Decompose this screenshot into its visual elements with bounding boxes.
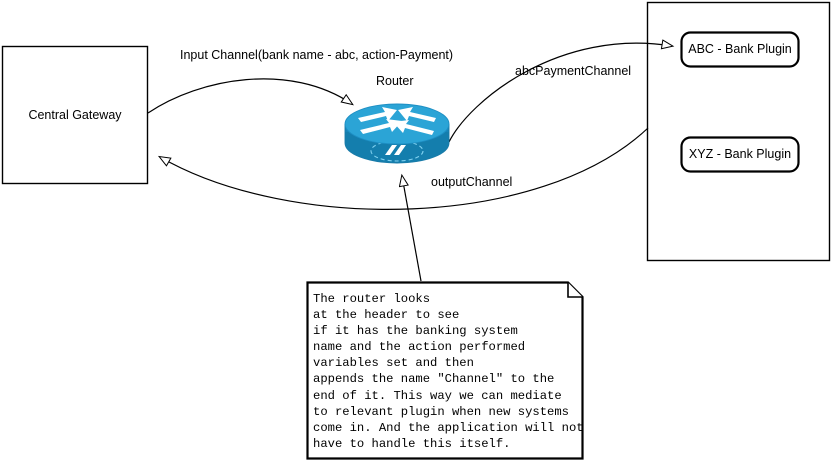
output-channel-label: outputChannel: [431, 175, 513, 189]
note-shape[interactable]: [306, 281, 584, 460]
cisco-router-icon[interactable]: [344, 103, 450, 164]
abc-bank-plugin-label: ABC - Bank Plugin: [688, 42, 792, 56]
input-channel-label: Input Channel(bank name - abc, action-Pa…: [180, 48, 454, 62]
abc-payment-channel-label: abcPaymentChannel: [515, 64, 632, 78]
note-body-text: The router looks at the header to see if…: [313, 292, 584, 451]
note-connector-arrow: [402, 176, 422, 282]
edge-output-channel: [160, 127, 649, 210]
central-gateway-label: Central Gateway: [28, 108, 122, 122]
central-gateway-box[interactable]: [1, 45, 149, 185]
edge-abc-payment-channel: [448, 43, 672, 143]
xyz-bank-plugin-label: XYZ - Bank Plugin: [688, 147, 792, 161]
abc-bank-plugin-box[interactable]: [680, 31, 800, 68]
edge-input-channel: [147, 78, 352, 114]
router-label: Router: [376, 74, 414, 88]
xyz-bank-plugin-box[interactable]: [680, 136, 800, 173]
